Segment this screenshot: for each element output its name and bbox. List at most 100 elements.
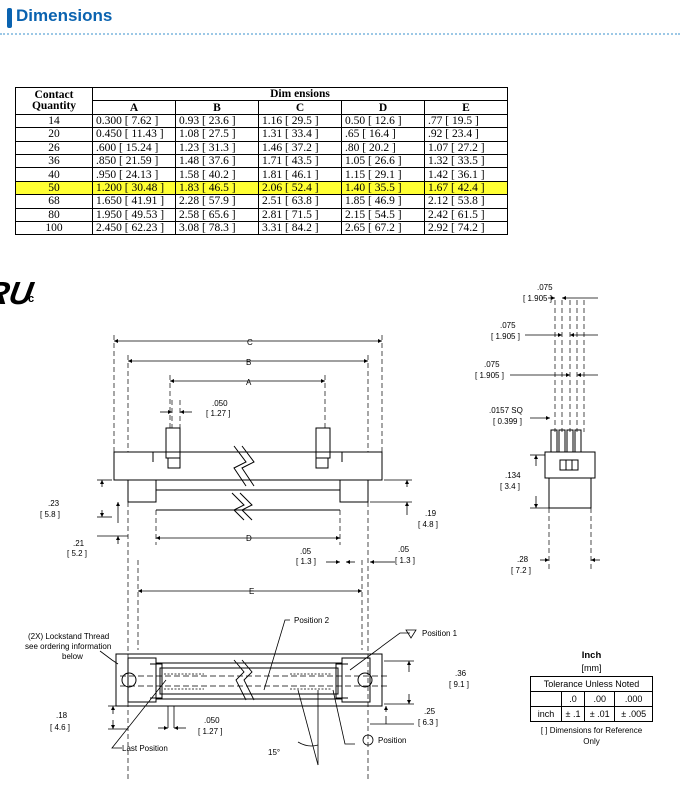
dimension-a-cell: .950 [ 24.13 ] — [92, 167, 176, 182]
dimension-c-cell: 2.51 [ 63.8 ] — [258, 194, 342, 209]
pitch-mm: [ 1.27 ] — [206, 409, 230, 418]
dimension-c-cell: 1.71 [ 43.5 ] — [258, 153, 342, 169]
column-header-e: E — [424, 100, 508, 115]
pitch-inch: .050 — [212, 399, 228, 408]
header-divider — [0, 33, 680, 35]
table-row: 26.600 [ 15.24 ]1.23 [ 31.3 ]1.46 [ 37.2… — [15, 140, 508, 155]
tolerance-unit-inch: Inch — [581, 650, 602, 661]
contact-rows — [164, 673, 332, 690]
dimension-d-cell: .65 [ 16.4 ] — [341, 127, 425, 142]
label-d: D — [246, 534, 252, 543]
dimension-lines — [97, 339, 412, 593]
column-header-c: C — [258, 100, 342, 115]
height-134-mm: [ 3.4 ] — [500, 482, 520, 491]
connector-top-view — [115, 653, 383, 707]
dimension-b-cell: 3.08 [ 78.3 ] — [175, 220, 259, 236]
last-position-label: Last Position — [122, 744, 168, 753]
lockstand-note-line-1: (2X) Lockstand Thread — [28, 632, 109, 641]
section-header: Dimensions — [0, 0, 680, 40]
width-05a-inch: .05 — [300, 547, 312, 556]
side-base — [548, 477, 592, 509]
reference-note: [ ] Dimensions for Reference Only — [530, 725, 653, 747]
reference-note-line-1: [ ] Dimensions for Reference — [540, 726, 643, 735]
right-post — [315, 427, 331, 459]
width-05b-mm: [ 1.3 ] — [395, 556, 415, 565]
dimension-d-cell: 1.40 [ 35.5 ] — [341, 180, 425, 196]
position-1-label: Position 1 — [422, 629, 458, 638]
dimension-d-cell: 2.65 [ 67.2 ] — [341, 220, 425, 236]
tolerance-header-1: .0 — [560, 691, 586, 707]
label-e: E — [249, 587, 254, 596]
tolerance-row-label: inch — [530, 706, 562, 722]
tolerance-title: Tolerance Unless Noted — [530, 676, 653, 692]
height-19-mm: [ 4.8 ] — [418, 520, 438, 529]
dimension-c-cell: 1.31 [ 33.4 ] — [258, 127, 342, 142]
connector-side-view — [544, 429, 596, 509]
left-post — [165, 427, 181, 459]
side-view-dimensions — [510, 296, 600, 562]
angle-label: 15° — [268, 748, 280, 757]
contact-label: Contact — [34, 88, 74, 101]
lockstand-note-line-3: below — [62, 652, 83, 661]
tolerance-header-2: .00 — [584, 691, 616, 707]
width-28-inch: .28 — [517, 555, 529, 564]
dimension-b-cell: 0.93 [ 23.6 ] — [175, 113, 259, 129]
tolerance-unit-mm: [mm] — [581, 663, 602, 673]
right-mounting-hole — [357, 672, 373, 688]
spacing-075b-inch: .075 — [500, 321, 516, 330]
dimension-a-cell: 1.200 [ 30.48 ] — [92, 180, 176, 196]
height-18-mm: [ 4.6 ] — [50, 723, 70, 732]
connector-front-view — [113, 427, 383, 521]
spacing-075c-mm: [ 1.905 ] — [475, 371, 504, 380]
dimension-a-cell: .850 [ 21.59 ] — [92, 153, 176, 169]
ul-c-mark: c — [28, 293, 34, 305]
drawing-labels: C B A D E .050 [ 1.27 ] .23 [ 5.8 ] .21 … — [25, 283, 553, 757]
height-21-mm: [ 5.2 ] — [67, 549, 87, 558]
pitch2-mm: [ 1.27 ] — [198, 727, 222, 736]
left-flange — [127, 479, 157, 503]
width-05a-mm: [ 1.3 ] — [296, 557, 316, 566]
right-flange — [339, 479, 369, 503]
lockstand-note-line-2: see ordering information — [25, 642, 111, 651]
height-18-inch: .18 — [56, 711, 68, 720]
side-view-extensions — [548, 300, 592, 570]
break-mark-top-2 — [241, 445, 255, 487]
width-28-mm: [ 7.2 ] — [511, 566, 531, 575]
label-c: C — [247, 338, 253, 347]
spacing-075b-mm: [ 1.905 ] — [491, 332, 520, 341]
height-19-inch: .19 — [425, 509, 437, 518]
dimension-e-cell: 1.67 [ 42.4 ] — [424, 180, 508, 196]
side-body — [544, 451, 596, 479]
dimension-b-cell: 1.58 [ 40.2 ] — [175, 167, 259, 182]
dimensions-header: Dim ensions — [92, 86, 508, 102]
height-25-mm: [ 6.3 ] — [418, 718, 438, 727]
dimensions-table: Contact Quantity Dim ensions A B C D E 1… — [15, 86, 508, 236]
square-pin-mm: [ 0.399 ] — [493, 417, 522, 426]
extension-lines — [113, 335, 383, 780]
reference-note-line-2: Only — [583, 737, 600, 746]
height-23-inch: .23 — [48, 499, 60, 508]
dimension-e-cell: .77 [ 19.5 ] — [424, 113, 508, 129]
spacing-075a-mm: [ 1.905 ] — [523, 294, 552, 303]
dimension-e-cell: 1.07 [ 27.2 ] — [424, 140, 508, 155]
height-134-inch: .134 — [505, 471, 521, 480]
dimension-e-cell: 2.92 [ 74.2 ] — [424, 220, 508, 236]
dimension-c-cell: 3.31 [ 84.2 ] — [258, 220, 342, 236]
dimension-c-cell: 1.16 [ 29.5 ] — [258, 113, 342, 129]
header-accent-bar — [7, 8, 12, 28]
tolerance-corner — [530, 691, 562, 707]
position-circle-icon — [362, 734, 374, 746]
label-a: A — [246, 378, 252, 387]
spacing-075a-inch: .075 — [537, 283, 553, 292]
pitch2-inch: .050 — [204, 716, 220, 725]
tolerance-value-3: ± .005 — [614, 706, 653, 722]
contact-quantity-cell: 100 — [15, 220, 93, 236]
dimension-d-cell: 0.50 [ 12.6 ] — [341, 113, 425, 129]
position-label: Position — [378, 736, 406, 745]
height-36-inch: .36 — [455, 669, 467, 678]
height-21-inch: .21 — [73, 539, 85, 548]
